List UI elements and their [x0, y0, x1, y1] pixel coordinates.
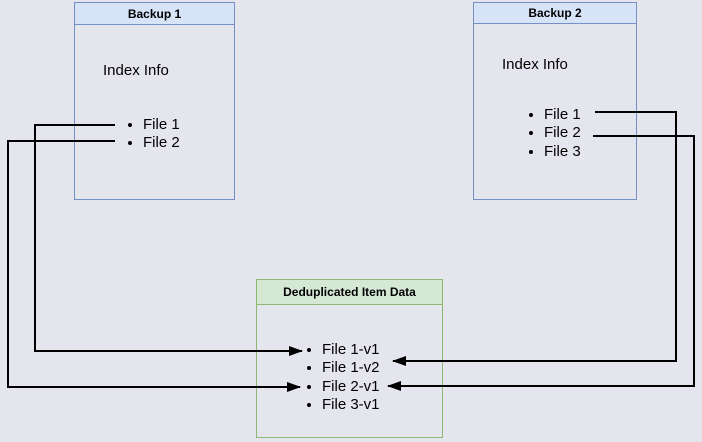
- backup2-file-item: File 2: [544, 124, 581, 142]
- dedup-file-item: File 1-v2: [322, 359, 380, 377]
- dedup-file-item: File 2-v1: [322, 378, 380, 396]
- backup2-header: Backup 2: [474, 3, 636, 24]
- backup2-title: Backup 2: [528, 6, 582, 20]
- backup2-file-item: File 3: [544, 143, 581, 161]
- dedup-title: Deduplicated Item Data: [283, 285, 416, 299]
- backup1-header: Backup 1: [75, 3, 234, 25]
- deduplicated-item-data-box: Deduplicated Item Data File 1-v1 File 1-…: [256, 279, 443, 438]
- dedup-header: Deduplicated Item Data: [257, 280, 442, 305]
- backup2-box: Backup 2 Index Info File 1 File 2 File 3: [473, 2, 637, 200]
- backup1-file-item: File 2: [143, 134, 180, 152]
- backup1-index-info-label: Index Info: [103, 62, 169, 79]
- backup1-title: Backup 1: [127, 6, 182, 21]
- dedup-file-item: File 1-v1: [322, 341, 380, 359]
- backup2-index-info-label: Index Info: [502, 56, 568, 73]
- dedup-file-item: File 3-v1: [322, 396, 380, 414]
- backup1-file-list: File 1 File 2: [143, 116, 180, 153]
- backup1-box: Backup 1 Index Info File 1 File 2: [74, 2, 235, 200]
- backup2-file-list: File 1 File 2 File 3: [544, 106, 581, 161]
- backup1-file-item: File 1: [143, 116, 180, 134]
- dedup-file-list: File 1-v1 File 1-v2 File 2-v1 File 3-v1: [322, 341, 380, 414]
- backup2-file-item: File 1: [544, 106, 581, 124]
